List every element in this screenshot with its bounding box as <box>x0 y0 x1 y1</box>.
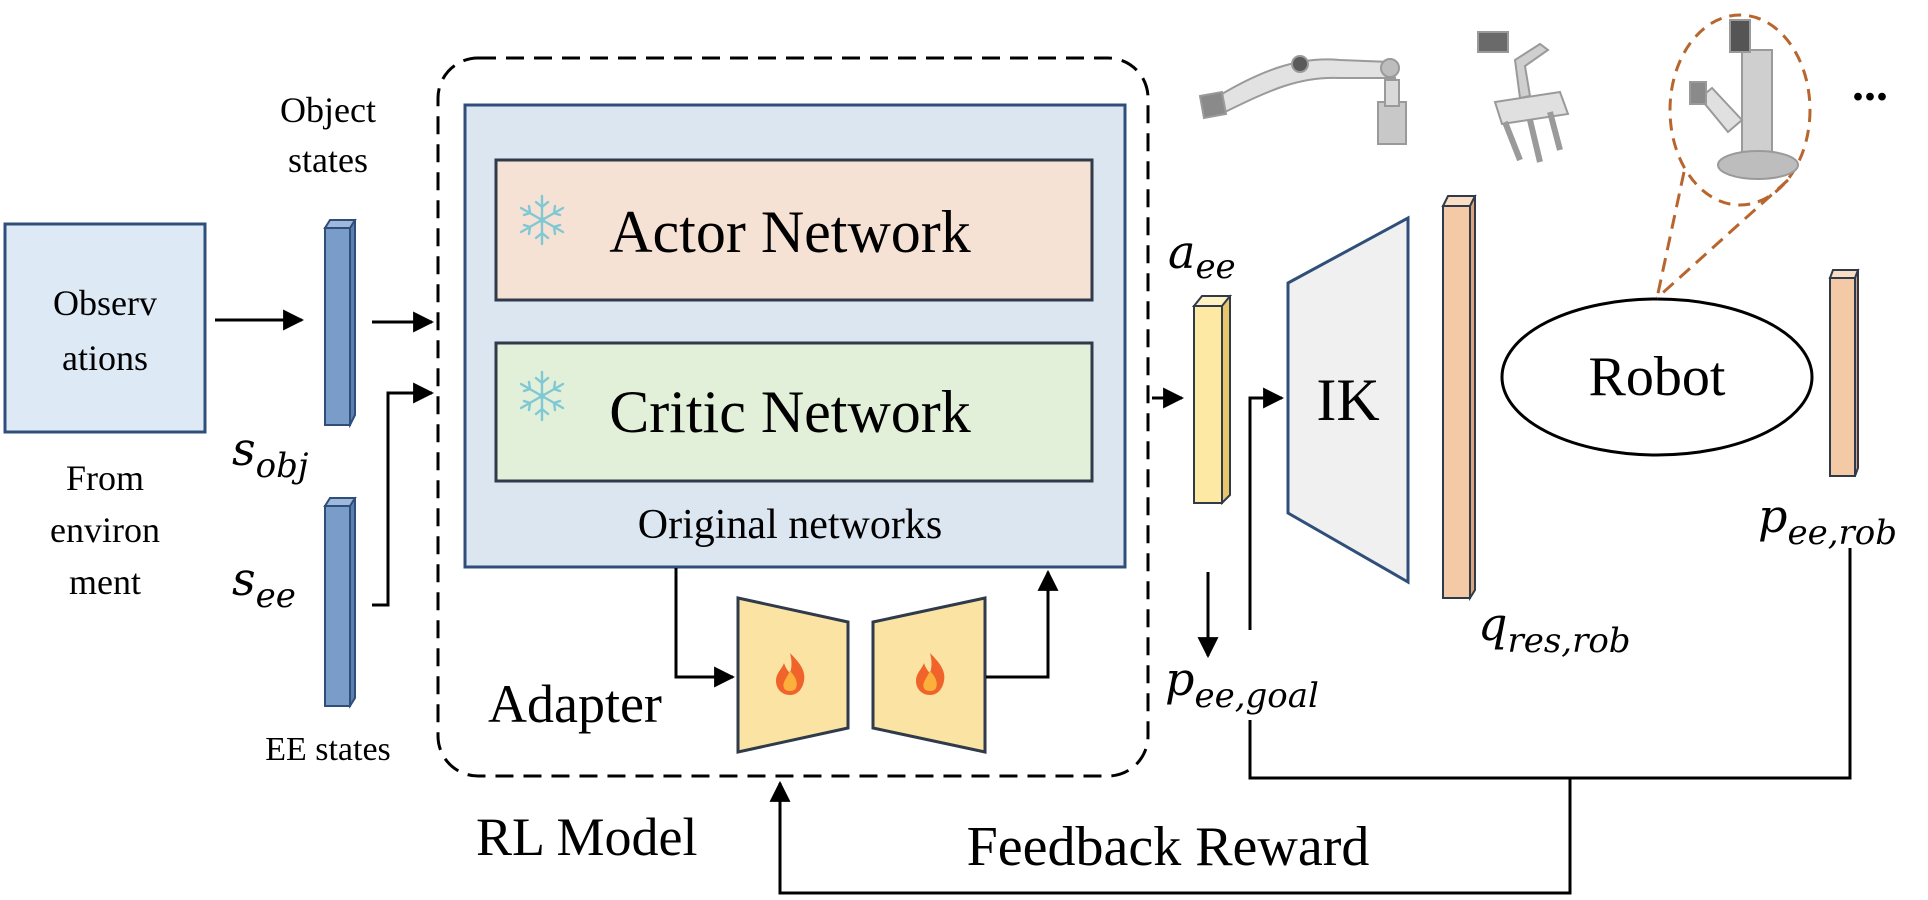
ee-states-label: EE states <box>265 731 391 768</box>
robot-ellipse <box>1500 297 1814 457</box>
ee-position-bar <box>1828 268 1860 477</box>
original-networks-label: Original networks <box>638 502 942 548</box>
rl-model-label: RL Model <box>476 807 697 867</box>
object-states-line2: states <box>288 140 368 180</box>
quadruped-arm-image <box>1477 31 1570 163</box>
joint-output-bar <box>1441 194 1477 602</box>
callout-line-right <box>1655 178 1790 300</box>
ik-block <box>1286 215 1410 585</box>
object-states-line1: Object <box>280 90 376 130</box>
critic-network-label: Critic Network <box>609 379 971 445</box>
p-ee-rob-label: pee,rob <box>1758 489 1897 553</box>
more-robots-ellipsis: ... <box>1852 58 1888 111</box>
action-bar <box>1191 294 1233 506</box>
observations-label-line2: ations <box>62 338 148 378</box>
actor-network-label: Actor Network <box>609 199 971 265</box>
robot-image-callout <box>1668 13 1812 207</box>
from-environment-line1: From <box>66 458 144 498</box>
robot-label: Robot <box>1589 346 1726 408</box>
critic-network-box <box>494 341 1094 483</box>
q-res-rob-label: qres,rob <box>1478 597 1631 661</box>
actor-network-box <box>494 158 1094 302</box>
a-ee-label: aee <box>1168 225 1236 287</box>
callout-line-left <box>1655 171 1686 299</box>
arrow-networks-to-adapter <box>674 568 736 688</box>
from-environment-line3: ment <box>69 562 141 602</box>
from-environment-line2: environ <box>50 510 160 550</box>
arrow-see-to-model <box>372 382 435 607</box>
ee-state-bar <box>323 496 357 709</box>
adapter-label: Adapter <box>488 674 662 734</box>
object-state-bar <box>323 218 357 429</box>
feedback-reward-label: Feedback Reward <box>967 816 1370 878</box>
rl-model-container <box>436 56 1150 778</box>
observations-label-line1: Observ <box>53 283 157 323</box>
ik-label: IK <box>1316 367 1379 433</box>
arrow-adapter-to-networks <box>986 569 1059 679</box>
robot-arm-image <box>1198 55 1407 145</box>
feedback-line-goal <box>1248 548 1852 780</box>
s-ee-label: see <box>232 552 296 616</box>
mobile-manipulator-image <box>1689 19 1799 180</box>
p-ee-goal-label: pee,goal <box>1165 652 1319 716</box>
s-obj-label: sobj <box>232 422 309 486</box>
arrow-goal-to-ik <box>1248 387 1285 630</box>
observations-box <box>3 222 207 434</box>
feedback-reward-arrow <box>769 778 1572 895</box>
